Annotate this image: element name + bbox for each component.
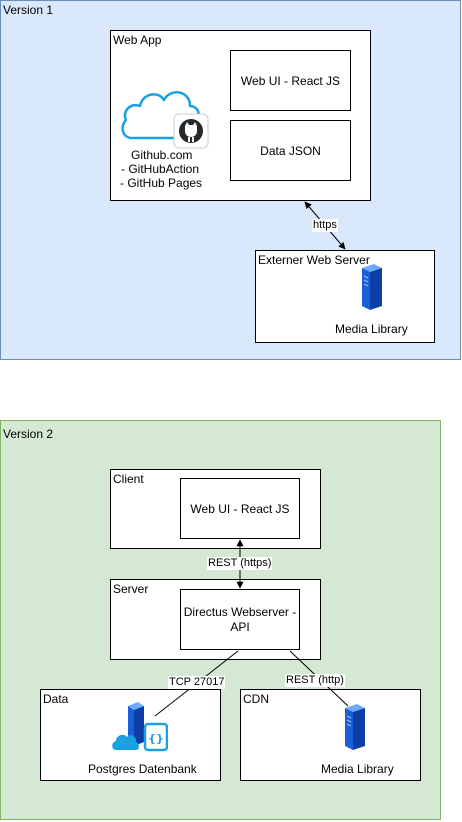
server-tower-icon (345, 704, 365, 750)
cloud-github-icon (121, 91, 209, 149)
v1-web-ui-box[interactable]: Web UI - React JS (230, 50, 351, 111)
directus-box[interactable]: Directus Webserver - API (180, 589, 300, 650)
github-line-2: - GitHubAction (121, 162, 200, 176)
v2-web-ui-label: Web UI - React JS (190, 501, 290, 516)
external-server-title: Externer Web Server (258, 253, 370, 267)
data-json-label: Data JSON (260, 143, 321, 158)
svg-text:{}: {} (148, 732, 164, 745)
directus-line-1: Directus Webserver - (183, 604, 297, 619)
edge-label-https: https (312, 219, 338, 232)
v2-web-ui-box[interactable]: Web UI - React JS (180, 478, 300, 539)
github-line-3: - GitHub Pages (120, 176, 203, 190)
cdn-title: CDN (243, 692, 269, 706)
version2-title: Version 2 (3, 427, 54, 441)
directus-line-2: API (230, 619, 250, 634)
edge-label-rest-http: REST (http) (285, 674, 345, 687)
github-line-1: Github.com (131, 148, 193, 162)
v2-media-library-label: Media Library (321, 762, 394, 776)
data-json-box[interactable]: Data JSON (230, 120, 351, 181)
external-server-container[interactable]: Externer Web Server (255, 250, 435, 343)
client-title: Client (113, 472, 144, 486)
server-tower-icon (362, 264, 382, 310)
edge-label-tcp: TCP 27017 (168, 676, 226, 689)
v1-media-library-label: Media Library (335, 322, 408, 336)
postgres-label: Postgres Datenbank (88, 762, 197, 776)
cloud-database-icon: {} (112, 702, 168, 752)
server-title: Server (113, 582, 149, 596)
v1-web-ui-label: Web UI - React JS (240, 73, 341, 88)
edge-label-rest-https: REST (https) (207, 557, 273, 570)
version1-title: Version 1 (3, 3, 54, 17)
data-title: Data (43, 692, 69, 706)
web-app-title: Web App (113, 33, 162, 47)
